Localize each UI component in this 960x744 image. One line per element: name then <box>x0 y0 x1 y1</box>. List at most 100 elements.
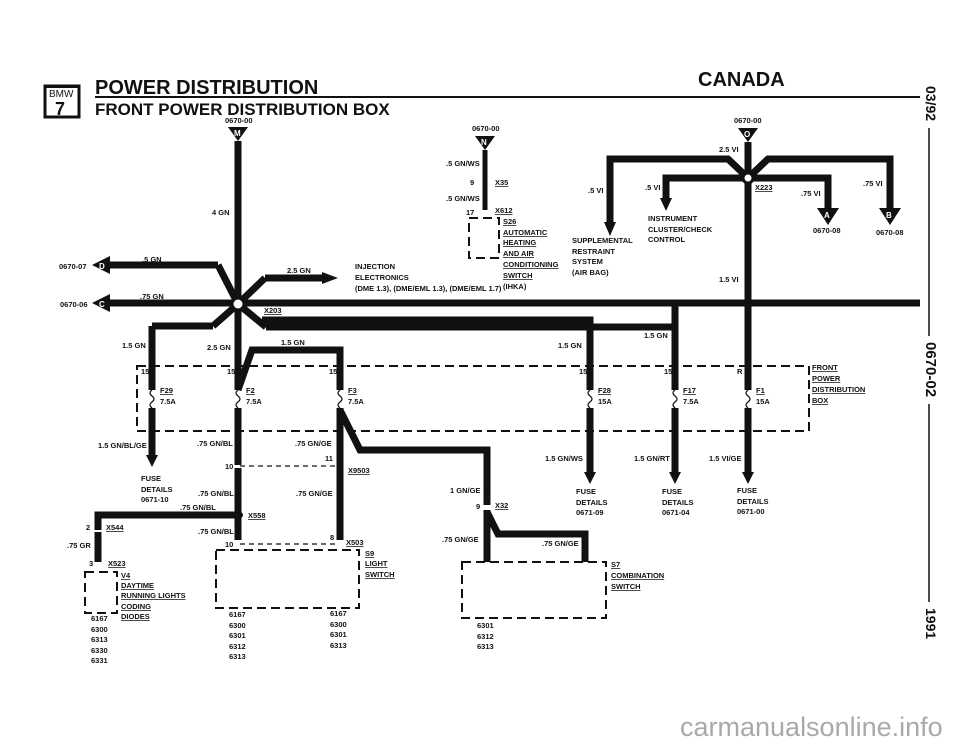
svg-text:ELECTRONICS: ELECTRONICS <box>355 273 409 282</box>
svg-text:6300: 6300 <box>91 625 108 634</box>
svg-text:(AIR BAG): (AIR BAG) <box>572 268 609 277</box>
svg-text:(IHKA): (IHKA) <box>503 282 527 291</box>
watermark: carmanualsonline.info <box>680 712 943 742</box>
connector-o[interactable]: O <box>738 128 758 142</box>
wire-label-x503-left: .75 GN/BL <box>198 527 234 536</box>
wire-label-4gn: 4 GN <box>212 208 230 217</box>
svg-text:B: B <box>886 211 892 220</box>
svg-text:LIGHT: LIGHT <box>365 559 388 568</box>
svg-text:6301: 6301 <box>477 621 494 630</box>
fuse-details-0671-09: FUSE DETAILS 0671-09 <box>576 487 608 517</box>
svg-text:DAYTIME: DAYTIME <box>121 581 154 590</box>
s9-light-switch-box <box>215 549 360 609</box>
page-code: 0670-02 <box>922 342 939 397</box>
connector-c-ref: 0670-06 <box>60 300 88 309</box>
wire-label-o-down: 1.5 VI <box>719 275 739 284</box>
wire-label-d: .5 GN <box>142 255 162 264</box>
svg-text:FUSE: FUSE <box>141 474 161 483</box>
connector-d[interactable]: D <box>92 256 110 274</box>
fuse-element-icon <box>337 389 343 409</box>
wire-label-n1: .5 GN/WS <box>446 159 480 168</box>
svg-text:S26: S26 <box>503 217 516 226</box>
fuse-id: F17 <box>683 386 696 395</box>
fuse-rating: 7.5A <box>683 397 699 406</box>
s9-label: S9 LIGHT SWITCH <box>365 549 395 579</box>
svg-text:COMBINATION: COMBINATION <box>611 571 664 580</box>
wire-label-1gnge: 1 GN/GE <box>450 486 480 495</box>
svg-text:CONDITIONING: CONDITIONING <box>503 260 559 269</box>
svg-text:DIODES: DIODES <box>121 612 150 621</box>
svg-text:6167: 6167 <box>330 609 347 618</box>
v4-diode-box <box>84 571 118 614</box>
svg-text:DETAILS: DETAILS <box>662 498 694 507</box>
fuse-element-icon <box>235 389 241 409</box>
svg-text:D: D <box>99 262 105 271</box>
wire-label-f2-in: 2.5 GN <box>207 343 231 352</box>
fuse-id: F2 <box>246 386 255 395</box>
wire-label-x558-in: .75 GN/BL <box>198 489 234 498</box>
wire-label-f29-out: 1.5 GN/BL/GE <box>98 441 147 450</box>
wire-label-b: .75 VI <box>863 179 883 188</box>
connector-n[interactable]: N <box>475 136 495 150</box>
v4-label: V4 DAYTIME RUNNING LIGHTS CODING DIODES <box>121 571 186 621</box>
s9-refs-right: 6167 6300 6301 6313 <box>330 609 347 650</box>
s7-label: S7 COMBINATION SWITCH <box>611 560 664 591</box>
injection-electronics-label: INJECTION ELECTRONICS (DME 1.3), (DME/EM… <box>355 262 502 293</box>
svg-text:CLUSTER/CHECK: CLUSTER/CHECK <box>648 225 713 234</box>
splice-x223-label: X223 <box>755 183 773 192</box>
fuse-terminal: 15 <box>227 367 235 376</box>
svg-text:CODING: CODING <box>121 602 151 611</box>
svg-text:6300: 6300 <box>229 621 246 630</box>
pin-x32: 9 <box>476 502 480 511</box>
svg-text:6301: 6301 <box>229 631 246 640</box>
brand-top: BMW <box>49 89 74 100</box>
svg-text:DETAILS: DETAILS <box>141 485 173 494</box>
svg-text:RUNNING LIGHTS: RUNNING LIGHTS <box>121 591 186 600</box>
pin-x503-10: 10 <box>225 540 233 549</box>
svg-text:AND AIR: AND AIR <box>503 249 535 258</box>
connector-b[interactable]: B <box>879 208 901 225</box>
s7-refs: 6301 6312 6313 <box>477 621 494 651</box>
connector-a[interactable]: A <box>817 208 839 225</box>
connector-x523: X523 <box>108 559 126 568</box>
connector-n-ref: 0670-00 <box>472 124 500 133</box>
connector-m[interactable]: M <box>228 127 248 141</box>
region-label: CANADA <box>698 69 785 91</box>
svg-text:V4: V4 <box>121 571 131 580</box>
s7-combination-switch-box <box>461 561 607 619</box>
svg-text:A: A <box>824 211 830 220</box>
svg-text:O: O <box>744 130 750 139</box>
svg-text:DETAILS: DETAILS <box>737 497 769 506</box>
svg-text:0671-09: 0671-09 <box>576 508 604 517</box>
svg-text:6313: 6313 <box>330 641 347 650</box>
fuse-rating: 7.5A <box>160 397 176 406</box>
wire-label-a: .75 VI <box>801 189 821 198</box>
page-subtitle: FRONT POWER DISTRIBUTION BOX <box>95 100 390 119</box>
fuse-id: F29 <box>160 386 173 395</box>
svg-text:AUTOMATIC: AUTOMATIC <box>503 228 548 237</box>
fuse-details-0671-04: FUSE DETAILS 0671-04 <box>662 487 694 517</box>
year-code: 1991 <box>923 608 939 639</box>
svg-text:SWITCH: SWITCH <box>503 271 533 280</box>
page-title: POWER DISTRIBUTION <box>95 77 318 99</box>
svg-text:C: C <box>99 300 105 309</box>
v4-refs: 6167 6300 6313 6330 6331 <box>91 614 108 665</box>
wire-label-x503-in: .75 GN/GE <box>296 489 333 498</box>
svg-text:RESTRAINT: RESTRAINT <box>572 247 615 256</box>
connector-c[interactable]: C <box>92 294 110 312</box>
wire-label-n2: .5 GN/WS <box>446 194 480 203</box>
side-margin: 03/92 0670-02 1991 <box>922 86 939 639</box>
connector-x544: X544 <box>106 523 124 532</box>
svg-text:6313: 6313 <box>91 635 108 644</box>
svg-text:SYSTEM: SYSTEM <box>572 257 603 266</box>
svg-text:6167: 6167 <box>91 614 108 623</box>
svg-text:HEATING: HEATING <box>503 238 536 247</box>
svg-text:0671-00: 0671-00 <box>737 507 765 516</box>
svg-text:6313: 6313 <box>229 652 246 661</box>
splice-x203 <box>230 296 246 312</box>
svg-text:INSTRUMENT: INSTRUMENT <box>648 214 698 223</box>
